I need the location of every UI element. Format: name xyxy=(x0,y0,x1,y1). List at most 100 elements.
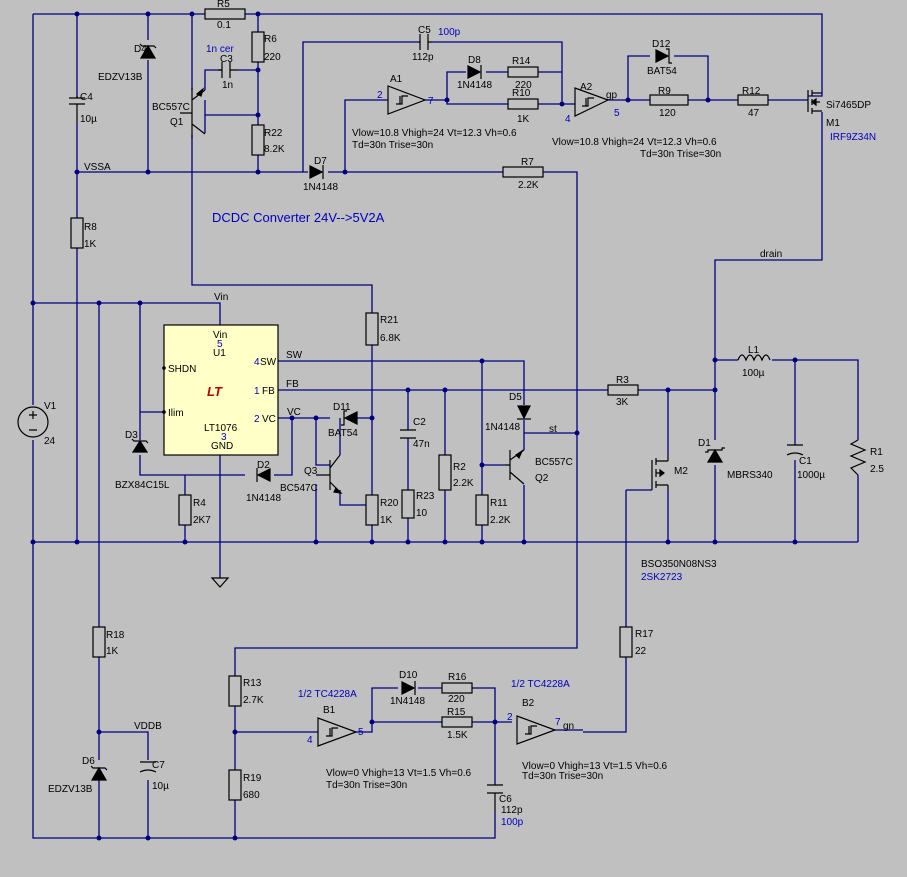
resistor-r17[interactable] xyxy=(619,626,633,658)
ic-pin-vc: VC xyxy=(262,414,276,425)
label-d8-ref: D8 xyxy=(468,55,481,66)
label-c6-note: 100p xyxy=(501,817,524,828)
label-c3-value: 1n xyxy=(222,80,233,91)
resistor-r20[interactable] xyxy=(365,494,379,526)
label-d4-ref: D4 xyxy=(134,44,147,55)
resistor-r11[interactable] xyxy=(475,494,489,526)
net-label-fb: FB xyxy=(286,379,299,390)
resistor-r1[interactable] xyxy=(849,439,867,476)
label-r14-value: 220 xyxy=(515,80,532,91)
label-r2-value: 2.2K xyxy=(453,478,474,489)
resistor-r16[interactable] xyxy=(441,682,473,694)
label-c2-ref: C2 xyxy=(413,417,426,428)
resistor-r2[interactable] xyxy=(438,454,452,491)
label-q2-ref: Q2 xyxy=(535,473,549,484)
net-label-sw: SW xyxy=(286,350,303,361)
net-label-st: st xyxy=(549,424,557,435)
resistor-r21[interactable] xyxy=(365,312,379,346)
buffer-b1[interactable] xyxy=(317,717,358,747)
label-r5-ref: R5 xyxy=(217,0,230,10)
resistor-r9[interactable] xyxy=(649,94,689,106)
label-m2-value: BSO350N08NS3 xyxy=(641,559,717,570)
label-b1-params-1: Vlow=0 Vhigh=13 Vt=1.5 Vh=0.6 xyxy=(326,768,472,779)
buffer-a1[interactable] xyxy=(387,85,427,115)
capacitor-c3[interactable] xyxy=(218,62,238,78)
nmos-m2[interactable] xyxy=(651,455,669,490)
diode-d7[interactable] xyxy=(309,165,324,179)
resistor-r8[interactable] xyxy=(70,217,84,249)
capacitor-c1[interactable] xyxy=(786,444,804,456)
label-r16-ref: R16 xyxy=(448,672,467,683)
inductor-l1[interactable] xyxy=(737,354,771,362)
zener-d6[interactable] xyxy=(90,765,108,781)
bjt-q1[interactable] xyxy=(180,87,206,138)
schottky-d12[interactable] xyxy=(655,48,672,64)
wires xyxy=(32,13,859,839)
schottky-d11[interactable] xyxy=(341,410,358,426)
diode-d8[interactable] xyxy=(467,65,482,79)
capacitor-c5[interactable] xyxy=(418,34,432,50)
label-m1-alt: IRF9Z34N xyxy=(830,132,876,143)
ic-pin-vc-num: 2 xyxy=(254,414,260,425)
zener-d3[interactable] xyxy=(131,438,149,453)
label-c3-note: 1n cer xyxy=(206,44,234,55)
ic-pin-shdn: SHDN xyxy=(168,364,196,375)
diode-d2[interactable] xyxy=(256,468,271,482)
buffer-b2[interactable] xyxy=(516,715,557,745)
bjt-q3[interactable] xyxy=(316,454,343,494)
label-c1-value: 1000µ xyxy=(797,470,825,481)
capacitor-c2[interactable] xyxy=(400,429,416,439)
label-r21-value: 6.8K xyxy=(380,333,401,344)
label-r5-value: 0.1 xyxy=(217,20,231,31)
ic-pin-fb: FB xyxy=(262,386,275,397)
label-d2-ref: D2 xyxy=(257,460,270,471)
resistor-r14[interactable] xyxy=(507,66,539,78)
buffer-a2[interactable] xyxy=(574,87,610,117)
resistor-r13[interactable] xyxy=(228,675,242,707)
pmos-m1[interactable] xyxy=(807,90,822,114)
label-q3-value: BC547C xyxy=(280,483,318,494)
capacitor-c7[interactable] xyxy=(139,761,157,773)
net-label-vc: VC xyxy=(287,407,301,418)
resistor-r22[interactable] xyxy=(251,124,265,156)
bjt-q2[interactable] xyxy=(505,449,525,485)
label-r7-value: 2.2K xyxy=(518,180,539,191)
label-r15-value: 1.5K xyxy=(447,730,468,741)
resistor-r6[interactable] xyxy=(251,31,265,63)
label-r10-value: 1K xyxy=(517,114,530,125)
resistor-r12[interactable] xyxy=(737,94,769,106)
resistor-r19[interactable] xyxy=(228,769,242,801)
label-q3-ref: Q3 xyxy=(304,466,318,477)
label-c1-ref: C1 xyxy=(799,456,812,467)
resistor-r4[interactable] xyxy=(178,494,192,526)
label-r16-value: 220 xyxy=(448,694,465,705)
label-d6-ref: D6 xyxy=(82,756,95,767)
label-r12-value: 47 xyxy=(748,108,760,119)
capacitor-c4[interactable] xyxy=(69,96,85,122)
diode-d5[interactable] xyxy=(517,405,531,420)
voltage-source-v1[interactable] xyxy=(17,406,49,438)
label-d8-value: 1N4148 xyxy=(457,80,492,91)
ic-pin-sw: SW xyxy=(260,357,277,368)
resistor-r18[interactable] xyxy=(92,626,106,658)
label-d5-value: 1N4148 xyxy=(485,422,520,433)
ic-ref: U1 xyxy=(213,348,226,359)
resistor-r10[interactable] xyxy=(507,98,539,110)
resistor-r15[interactable] xyxy=(441,716,473,728)
label-d4-value: EDZV13B xyxy=(98,72,143,83)
net-label-vin: Vin xyxy=(214,292,228,303)
capacitor-c6[interactable] xyxy=(487,784,503,812)
label-b2-ref: B2 xyxy=(522,698,535,709)
ic-pin-ilim: Ilim xyxy=(168,408,184,419)
resistor-r5[interactable] xyxy=(204,8,246,20)
label-r11-value: 2.2K xyxy=(490,515,511,526)
zener-d4[interactable] xyxy=(139,43,157,59)
label-c5-note: 100p xyxy=(438,27,461,38)
ic-u1-body[interactable] xyxy=(162,324,279,456)
schottky-d1[interactable] xyxy=(705,447,725,463)
resistor-r23[interactable] xyxy=(401,489,415,519)
diodes xyxy=(90,43,725,781)
resistor-r3[interactable] xyxy=(607,384,639,396)
diode-d10[interactable] xyxy=(401,681,416,695)
resistor-r7[interactable] xyxy=(502,166,544,178)
